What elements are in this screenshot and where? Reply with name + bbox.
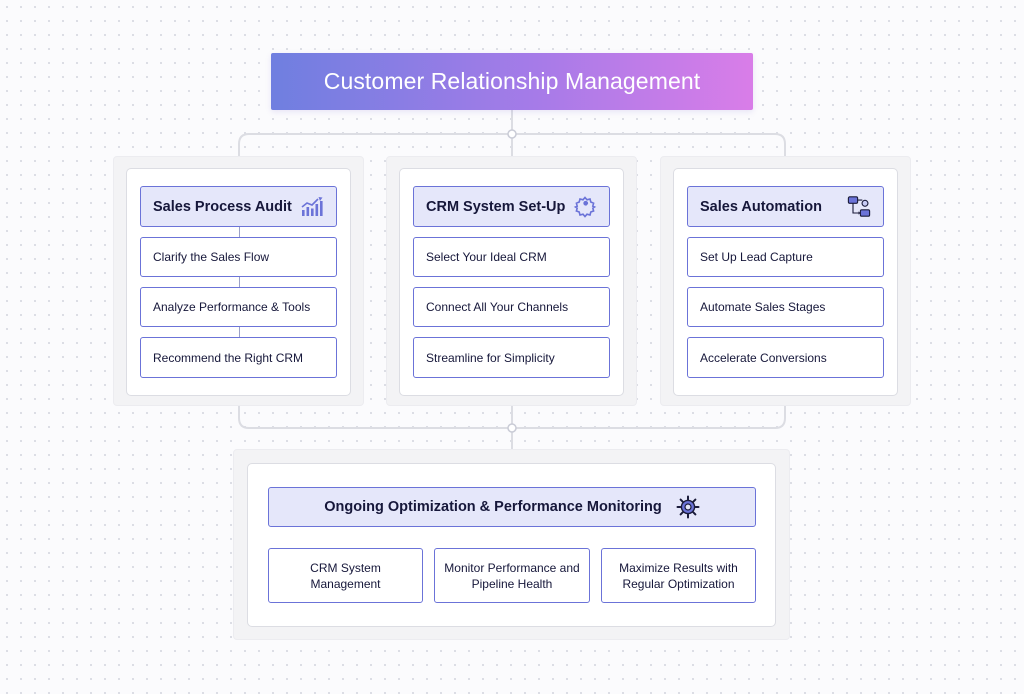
list-item: Analyze Performance & Tools xyxy=(140,287,337,327)
list-item: Streamline for Simplicity xyxy=(413,337,610,378)
header-sales-automation: Sales Automation xyxy=(687,186,884,227)
list-item: Set Up Lead Capture xyxy=(687,237,884,277)
list-item: CRM System Management xyxy=(268,548,423,603)
header-sales-process-audit: Sales Process Audit xyxy=(140,186,337,227)
list-item: Maximize Results with Regular Optimizati… xyxy=(601,548,756,603)
list-item: Connect All Your Channels xyxy=(413,287,610,327)
bar-chart-trend-icon xyxy=(300,195,324,219)
workflow-icon xyxy=(847,195,871,219)
list-item: Select Your Ideal CRM xyxy=(413,237,610,277)
diagram-title: Customer Relationship Management xyxy=(271,53,753,110)
header-label: Sales Automation xyxy=(700,198,822,215)
cog-monitoring-icon xyxy=(676,495,700,519)
list-item: Clarify the Sales Flow xyxy=(140,237,337,277)
list-item: Monitor Performance and Pipeline Health xyxy=(434,548,590,603)
list-item: Recommend the Right CRM xyxy=(140,337,337,378)
header-crm-system-setup: CRM System Set-Up xyxy=(413,186,610,227)
header-ongoing-optimization: Ongoing Optimization & Performance Monit… xyxy=(268,487,756,527)
header-label: Ongoing Optimization & Performance Monit… xyxy=(324,499,662,515)
list-item: Accelerate Conversions xyxy=(687,337,884,378)
header-label: Sales Process Audit xyxy=(153,198,292,215)
list-item: Automate Sales Stages xyxy=(687,287,884,327)
header-label: CRM System Set-Up xyxy=(426,198,566,215)
gear-wrench-icon xyxy=(573,195,597,219)
